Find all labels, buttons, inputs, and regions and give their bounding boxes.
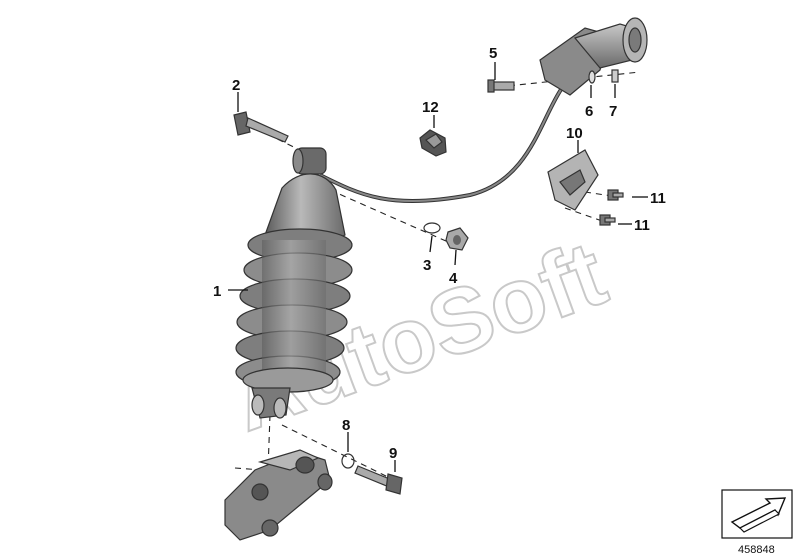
linkage-lever: [224, 449, 333, 541]
callout-3: 3: [423, 257, 431, 274]
callout-10: 10: [566, 125, 583, 142]
callout-labels: 1 2 3 4 5 6 7 8 9 10 11 11 12: [213, 45, 666, 462]
bolt-2: [233, 111, 289, 143]
washer-6: [588, 70, 596, 84]
callout-12: 12: [422, 99, 439, 116]
screw-11-lower: [599, 214, 616, 226]
callout-8: 8: [342, 417, 350, 434]
callout-7: 7: [609, 103, 617, 120]
clip-12: [419, 129, 447, 157]
leader-lines: [228, 62, 648, 472]
direction-arrow-box: [721, 489, 793, 539]
screw-11-upper: [607, 189, 624, 201]
reservoir-assembly: [539, 17, 648, 96]
callout-9: 9: [389, 445, 397, 462]
callout-4: 4: [449, 270, 458, 287]
shock-absorber-1: [235, 173, 353, 419]
shock-top-mount: [292, 147, 327, 175]
bracket-10: [547, 149, 599, 211]
direction-arrow-icon: [730, 497, 787, 533]
diagram-number: 458848: [738, 544, 775, 556]
bolt-9: [354, 465, 403, 495]
nut-4: [445, 227, 469, 251]
callout-2: 2: [232, 77, 240, 94]
callout-11-lower: 11: [634, 217, 650, 234]
bolt-5: [487, 79, 515, 93]
nut-7: [611, 69, 619, 83]
seal-3: [423, 222, 441, 234]
washer-8: [341, 453, 355, 469]
callout-11-upper: 11: [650, 190, 666, 207]
callout-1: 1: [213, 283, 221, 300]
coil-spring: [235, 228, 353, 393]
callout-6: 6: [585, 103, 593, 120]
callout-5: 5: [489, 45, 497, 62]
